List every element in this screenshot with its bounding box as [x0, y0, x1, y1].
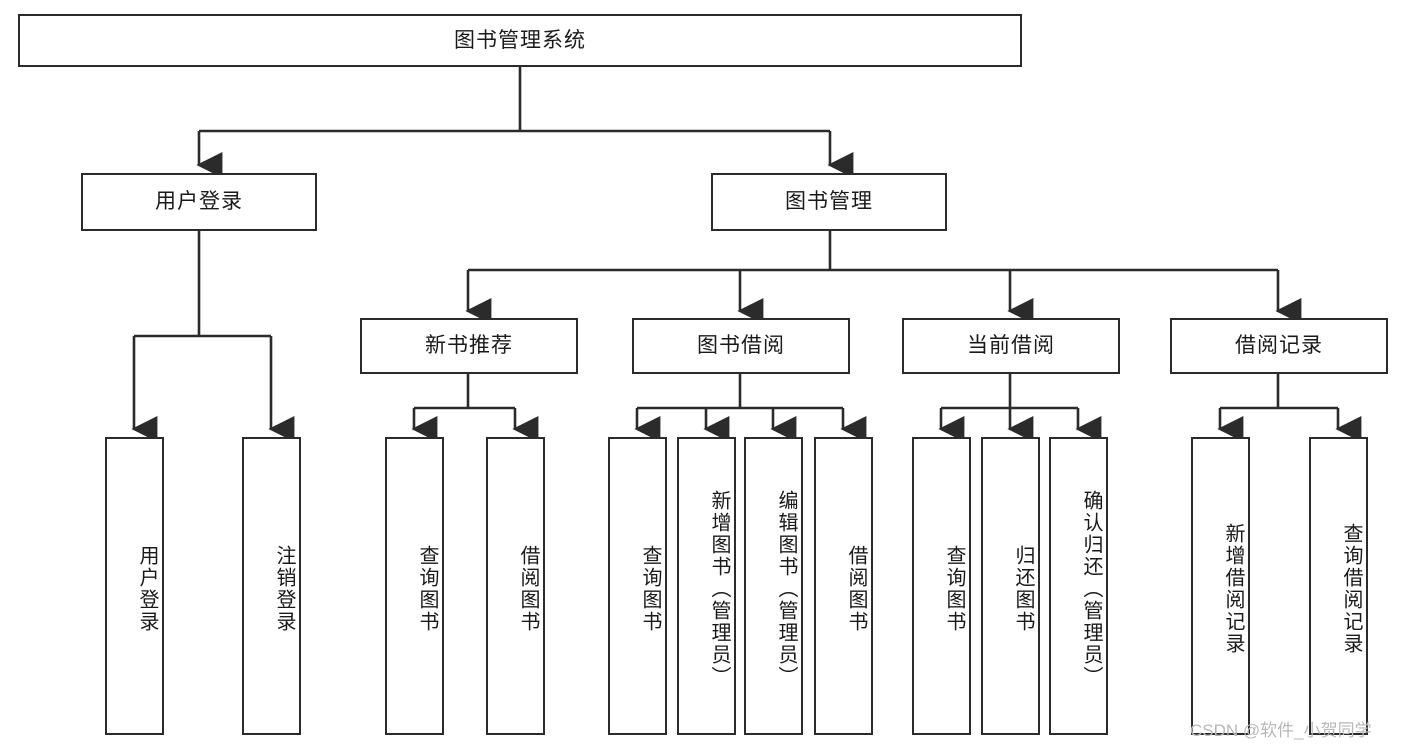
node-new-book-rec-label: 新书推荐 [425, 334, 513, 358]
node-leaf-query-record[interactable]: 查询借阅记录 [1309, 437, 1368, 735]
node-new-book-rec[interactable]: 新书推荐 [360, 318, 578, 374]
node-root[interactable]: 图书管理系统 [18, 14, 1022, 67]
node-borrow-record[interactable]: 借阅记录 [1170, 318, 1388, 374]
node-leaf-borrow-book-1-label: 借阅图书 [517, 545, 539, 633]
node-book-manage-label: 图书管理 [785, 190, 873, 214]
node-leaf-add-book[interactable]: 新增图书（管理员） [677, 437, 736, 735]
node-leaf-query-book-3-label: 查询图书 [943, 545, 965, 633]
node-leaf-confirm-return[interactable]: 确认归还（管理员） [1049, 437, 1108, 735]
node-leaf-borrow-book-2-label: 借阅图书 [845, 545, 867, 633]
node-leaf-user-login[interactable]: 用户登录 [105, 437, 164, 735]
node-leaf-query-book-2[interactable]: 查询图书 [608, 437, 667, 735]
node-leaf-borrow-book-1[interactable]: 借阅图书 [486, 437, 545, 735]
node-leaf-query-book-1[interactable]: 查询图书 [385, 437, 444, 735]
node-borrow-record-label: 借阅记录 [1235, 334, 1323, 358]
node-user-login-label: 用户登录 [155, 190, 243, 214]
node-leaf-borrow-book-2[interactable]: 借阅图书 [814, 437, 873, 735]
node-leaf-add-record-label: 新增借阅记录 [1222, 523, 1244, 655]
node-book-manage[interactable]: 图书管理 [711, 173, 947, 231]
node-book-borrow[interactable]: 图书借阅 [632, 318, 850, 374]
node-leaf-edit-book-label: 编辑图书（管理员） [775, 490, 797, 688]
node-leaf-logout-label: 注销登录 [273, 545, 295, 633]
node-leaf-return-book[interactable]: 归还图书 [981, 437, 1040, 735]
node-leaf-query-book-3[interactable]: 查询图书 [912, 437, 971, 735]
node-current-borrow-label: 当前借阅 [967, 334, 1055, 358]
node-leaf-add-record[interactable]: 新增借阅记录 [1191, 437, 1250, 735]
node-leaf-return-book-label: 归还图书 [1012, 545, 1034, 633]
node-user-login[interactable]: 用户登录 [81, 173, 317, 231]
node-leaf-confirm-return-label: 确认归还（管理员） [1080, 490, 1102, 688]
node-leaf-logout[interactable]: 注销登录 [242, 437, 301, 735]
node-root-label: 图书管理系统 [454, 28, 586, 52]
node-leaf-edit-book[interactable]: 编辑图书（管理员） [744, 437, 803, 735]
node-leaf-query-book-2-label: 查询图书 [639, 545, 661, 633]
node-book-borrow-label: 图书借阅 [697, 334, 785, 358]
csdn-watermark: CSDN @软件_小贺同学 [1190, 721, 1372, 740]
node-leaf-add-book-label: 新增图书（管理员） [708, 490, 730, 688]
node-leaf-query-book-1-label: 查询图书 [416, 545, 438, 633]
node-leaf-query-record-label: 查询借阅记录 [1340, 523, 1362, 655]
node-current-borrow[interactable]: 当前借阅 [902, 318, 1120, 374]
node-leaf-user-login-label: 用户登录 [136, 545, 158, 633]
